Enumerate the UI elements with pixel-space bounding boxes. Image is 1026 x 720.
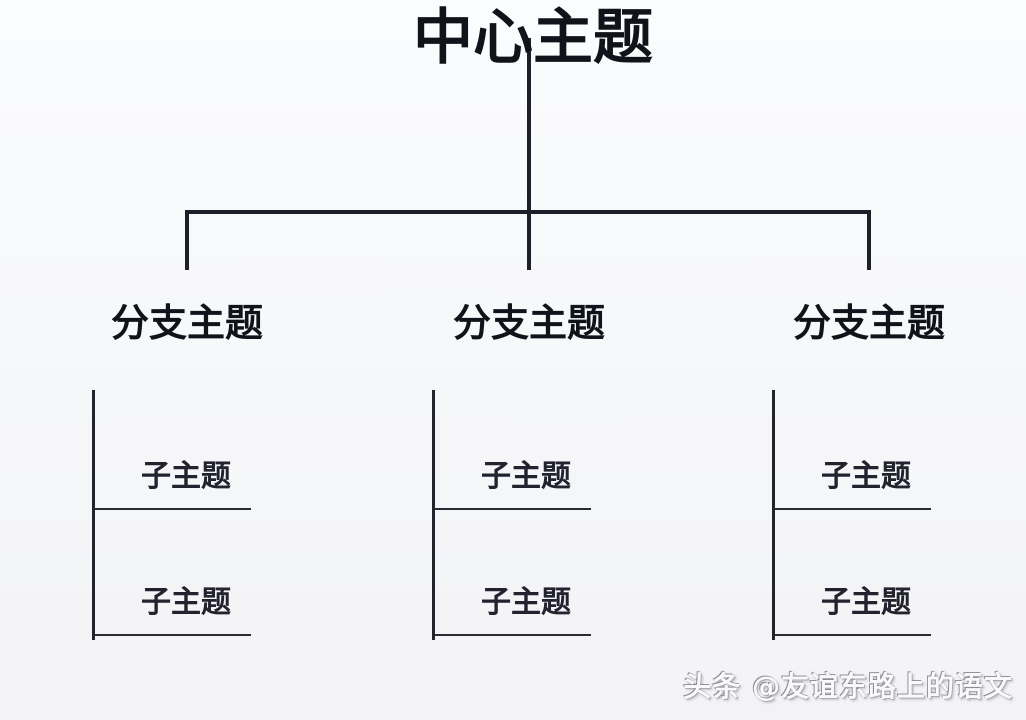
subtopic-row: 子主题: [95, 510, 251, 636]
watermark-text: 头条 @友谊东路上的语文: [683, 670, 1013, 703]
subtopic-label: 子主题: [481, 459, 571, 494]
subtopic-label: 子主题: [821, 585, 911, 620]
subtopic-row: 子主题: [775, 390, 931, 510]
tree-drop-line-right: [867, 210, 871, 270]
subtopic-row: 子主题: [95, 390, 251, 510]
subtopic-row: 子主题: [435, 390, 591, 510]
subtopic-row: 子主题: [435, 510, 591, 636]
tree-drop-line-left: [185, 210, 189, 270]
branch-subtopics-group-1: 子主题 子主题: [92, 390, 251, 640]
subtopic-label: 子主题: [481, 585, 571, 620]
subtopic-label: 子主题: [141, 459, 231, 494]
tree-crossbar-line: [185, 210, 871, 214]
branch-subtopics-group-2: 子主题 子主题: [432, 390, 591, 640]
branch-subtopics-group-3: 子主题 子主题: [772, 390, 931, 640]
central-topic-label: 中心主题: [413, 3, 653, 73]
subtopic-label: 子主题: [821, 459, 911, 494]
tree-stem-line: [527, 38, 531, 270]
branch-title-2: 分支主题: [452, 301, 605, 345]
subtopic-label: 子主题: [141, 585, 231, 620]
branch-title-1: 分支主题: [110, 301, 263, 345]
branch-title-3: 分支主题: [792, 301, 945, 345]
subtopic-row: 子主题: [775, 510, 931, 636]
